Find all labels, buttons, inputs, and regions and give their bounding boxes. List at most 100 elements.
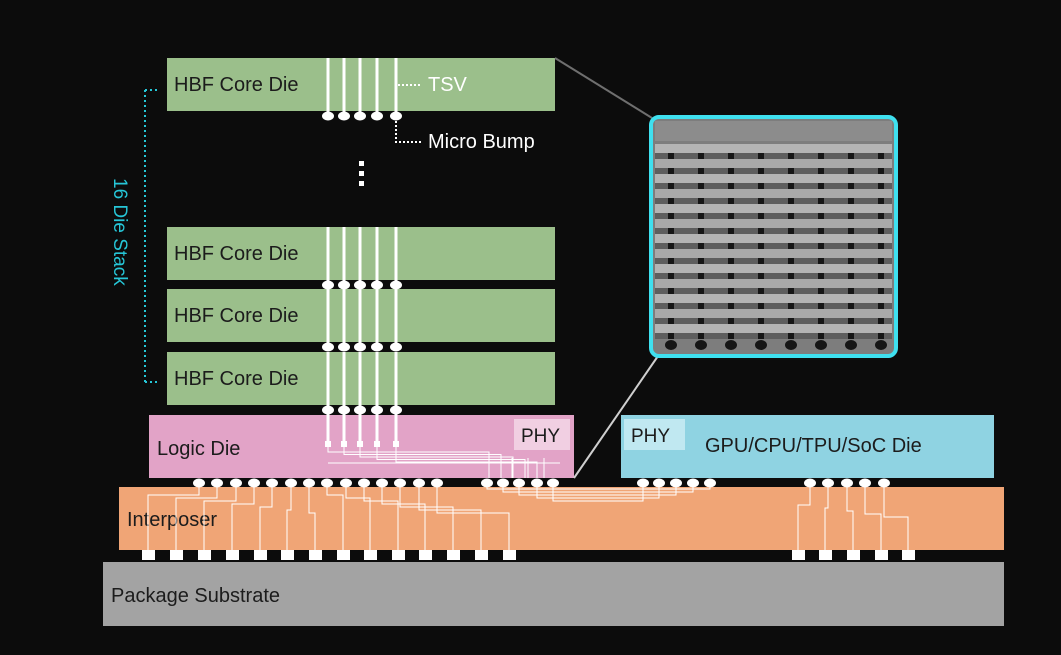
micrograph-layer [655,324,892,333]
micro-bump [338,111,350,121]
tsv-landing-pad [357,441,363,447]
micrograph-bump [845,340,857,350]
logic-die-phy [514,419,570,450]
micrograph-layer [655,189,892,198]
logic-wire [359,447,514,478]
micrograph-via [698,273,704,279]
micro-bump-leader [395,121,422,143]
micrograph-via [758,303,764,309]
tsv-landing-pad [325,441,331,447]
cross-section-micrograph [649,115,898,358]
micrograph-via [728,243,734,249]
micrograph-via [728,228,734,234]
package-substrate-label: Package Substrate [111,585,280,607]
micrograph-via [878,243,884,249]
micrograph-via [878,168,884,174]
micrograph-via [728,153,734,159]
logic-die-phy-label: PHY [521,426,560,447]
c4-bump [230,478,242,488]
micrograph-via [878,258,884,264]
micrograph-via [818,198,824,204]
micrograph-via [848,198,854,204]
micrograph-via [758,333,764,339]
interposer-wire [883,487,909,550]
micrograph-via [698,318,704,324]
logic-wire [343,447,502,478]
micrograph-via [668,318,674,324]
micrograph-via [698,153,704,159]
micrograph-layer [655,174,892,183]
c4-bump [822,478,834,488]
micro-bump [322,405,334,415]
micrograph-via [728,273,734,279]
die-stack-label: 16 Die Stack [109,178,130,286]
micrograph-via [698,243,704,249]
package-bump [281,550,294,560]
c4-bump [670,478,682,488]
interposer-wire [308,487,316,550]
micrograph-via [668,198,674,204]
micrograph-layer [655,159,892,168]
micrograph-via [848,273,854,279]
interposer-wire [381,487,426,550]
core-die-1-label: HBF Core Die [174,368,298,390]
micrograph-via [788,243,794,249]
micrograph-via [698,213,704,219]
micrograph-via [848,318,854,324]
package-bump [142,550,155,560]
logic-wire [376,447,526,478]
pads [142,550,915,560]
stack-ellipsis [359,161,364,186]
c4-bump [804,478,816,488]
c4-bump [704,478,716,488]
micrograph-via [788,183,794,189]
logic-wire [327,447,490,478]
phy-link-wire [518,487,677,496]
package-bump [254,550,267,560]
tsv-lines [326,58,398,446]
c4-bump [303,478,315,488]
micrograph-gap [655,333,892,339]
c4-bump [497,478,509,488]
micrograph-via [788,198,794,204]
micrograph-gap [655,228,892,234]
package-bump [170,550,183,560]
micrograph-gap [655,243,892,249]
micrograph-bump [725,340,737,350]
c4-bump [394,478,406,488]
micrograph-gap [655,273,892,279]
micro-bump [322,111,334,121]
micrograph-via [878,288,884,294]
c4-bump [531,478,543,488]
package-bump [819,550,832,560]
micrograph-via [788,258,794,264]
micrograph-via [848,258,854,264]
micrograph-bump [815,340,827,350]
package-bump [875,550,888,560]
logic-wire [395,447,538,478]
micrograph-via [758,243,764,249]
micrograph-via [788,213,794,219]
tsv-landing-pad [393,441,399,447]
micrograph-via [698,288,704,294]
micro-bump [390,405,402,415]
interposer-wire [259,487,273,550]
micro-bump [371,111,383,121]
micro-bump [322,342,334,352]
micrograph-via [878,213,884,219]
micrograph-via [788,273,794,279]
core-die-3-label: HBF Core Die [174,243,298,265]
micrograph-bump [695,340,707,350]
micrograph-gap [655,168,892,174]
micrograph-via [848,303,854,309]
c4-bump [248,478,260,488]
c4-bump [687,478,699,488]
micrograph-gap [655,303,892,309]
c4-bump [285,478,297,488]
micrograph-via [848,288,854,294]
micrograph-via [758,288,764,294]
c4-bump [859,478,871,488]
package-bump [392,550,405,560]
micrograph-via [878,303,884,309]
micrograph-gap [655,318,892,324]
